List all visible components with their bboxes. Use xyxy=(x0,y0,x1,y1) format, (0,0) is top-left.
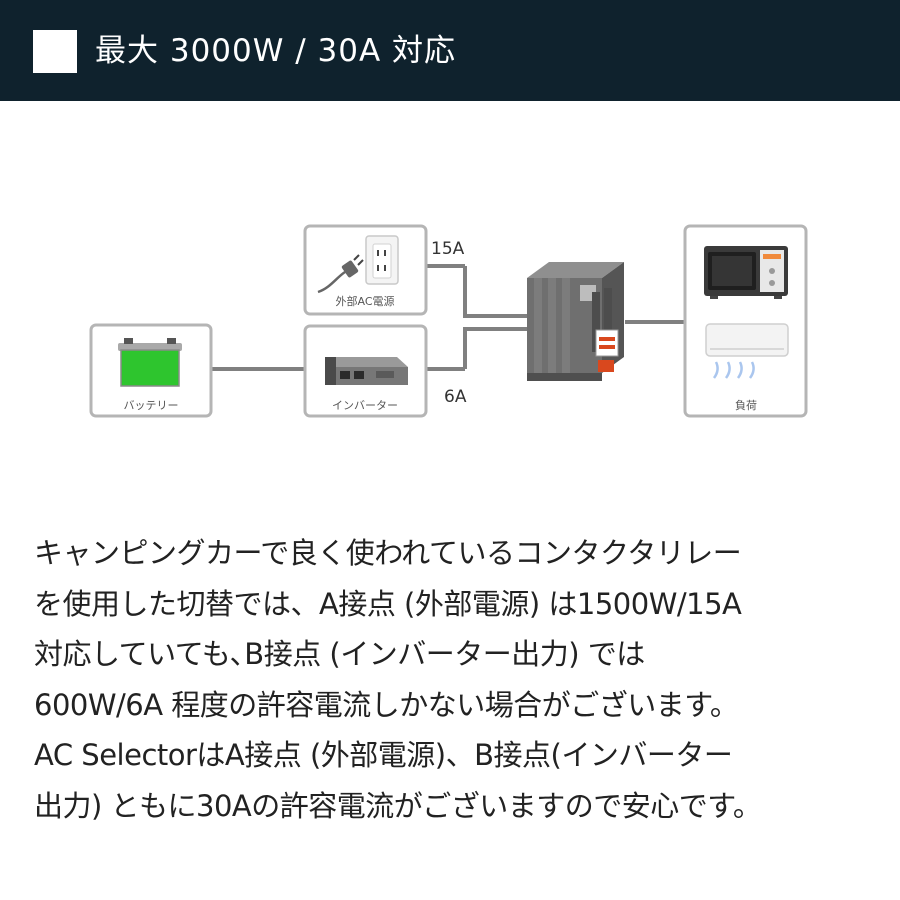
external-power-label: 外部AC電源 xyxy=(335,294,394,308)
current-label-a: 15A xyxy=(431,239,465,259)
description-line: AC SelectorはA接点 (外部電源)、B接点(インバーター xyxy=(34,738,733,772)
contactor-relay-icon xyxy=(527,262,624,381)
microwave-icon xyxy=(704,246,788,299)
battery-icon xyxy=(118,338,182,387)
load-label: 負荷 xyxy=(735,399,757,412)
header-title: 最大 3000W / 30A 対応 xyxy=(95,33,457,69)
inverter-label: インバーター xyxy=(332,399,398,412)
battery-label: バッテリー xyxy=(124,399,179,412)
wire-line-b xyxy=(463,327,527,369)
power-outlet-icon xyxy=(365,235,399,285)
header-bar: 最大 3000W / 30A 対応 xyxy=(0,0,900,101)
description-line: 対応していても､B接点 (インバーター出力) では xyxy=(34,637,645,671)
battery-box: バッテリー xyxy=(89,323,213,418)
air-conditioner-icon xyxy=(705,323,789,379)
description-text: キャンピングカーで良く使われているコンタクタリレー を使用した切替では、A接点 … xyxy=(34,528,884,831)
description-line: 600W/6A 程度の許容電流しかない場合がございます。 xyxy=(34,687,739,722)
inverter-box: インバーター xyxy=(303,324,428,418)
wire-line-a xyxy=(463,266,527,318)
load-box: 負荷 xyxy=(683,224,808,418)
header-square-icon xyxy=(33,30,77,73)
wiring-diagram: バッテリー 外部AC電源 インバーター xyxy=(89,224,808,418)
external-power-box: 外部AC電源 xyxy=(303,224,428,316)
current-label-b: 6A xyxy=(444,387,467,407)
wires xyxy=(212,264,685,371)
description-line: を使用した切替では、A接点 (外部電源) は1500W/15A xyxy=(34,586,742,621)
inverter-icon xyxy=(325,357,408,385)
description-line: 出力) ともに30Aの許容電流がございますので安心です。 xyxy=(34,788,762,823)
description-line: キャンピングカーで良く使われているコンタクタリレー xyxy=(34,536,742,570)
plug-icon xyxy=(317,254,364,294)
